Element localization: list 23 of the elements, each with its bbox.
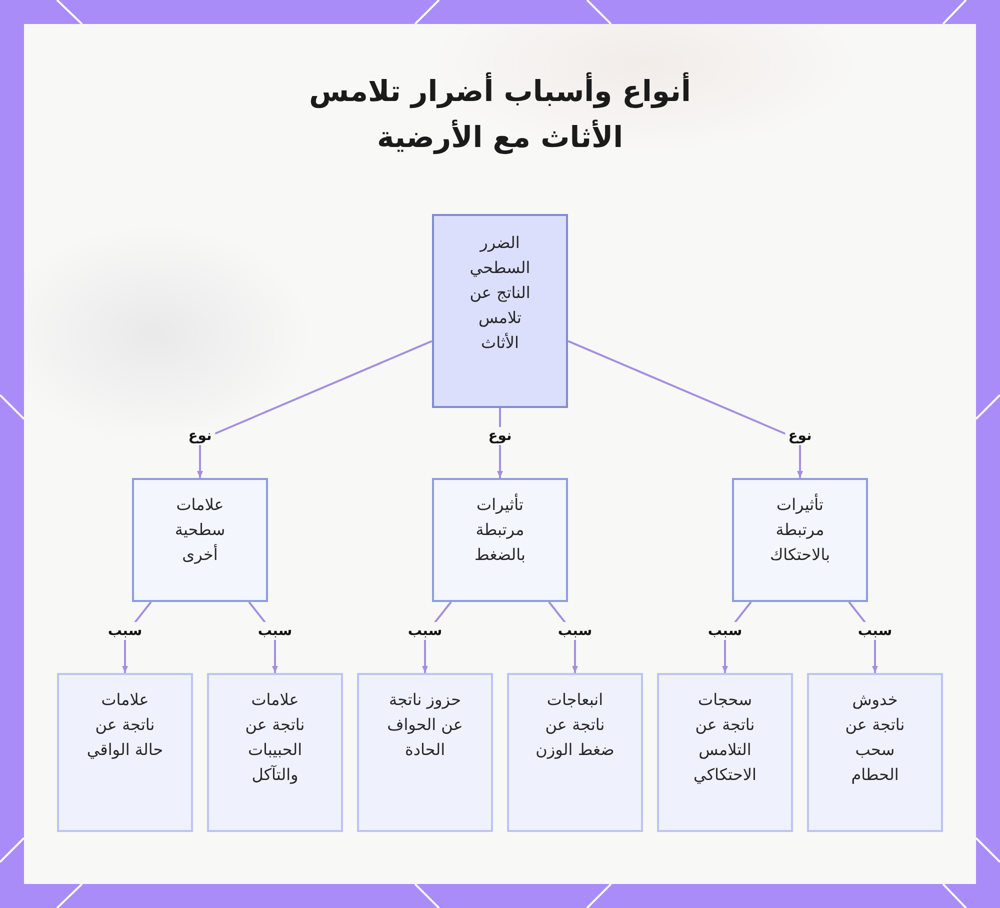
connector-arrow bbox=[197, 340, 432, 478]
cause-box bbox=[807, 673, 943, 832]
box-text: خدوش ناتجة عن سحب الحطام bbox=[844, 689, 906, 786]
box-text: تأثيرات مرتبطة بالاحتكاك bbox=[768, 492, 832, 566]
cause-box bbox=[57, 673, 193, 832]
box-text: انبعاجات ناتجة عن ضغط الوزن bbox=[534, 689, 616, 761]
category-box bbox=[432, 478, 568, 602]
box-text: حزوز ناتجة عن الحواف الحادة bbox=[386, 689, 464, 761]
cause-box bbox=[657, 673, 793, 832]
category-box bbox=[132, 478, 268, 602]
box-text: تأثيرات مرتبطة بالضغط bbox=[474, 492, 526, 566]
box-text: سحجات ناتجة عن التلامس الاحتكاكي bbox=[692, 689, 758, 786]
box-text: علامات ناتجة عن حالة الواقي bbox=[86, 689, 164, 761]
cause-box bbox=[507, 673, 643, 832]
box-text: علامات سطحية أخرى bbox=[174, 494, 226, 566]
cause-box bbox=[207, 673, 343, 832]
connector-arrow bbox=[568, 340, 803, 478]
category-box bbox=[732, 478, 868, 602]
topic-box bbox=[432, 214, 568, 408]
box-text: الضرر السطحي الناتج عن تلامس الأثاث bbox=[468, 232, 532, 354]
cause-box bbox=[357, 673, 493, 832]
box-text: علامات ناتجة عن الحبيبات والتآكل bbox=[244, 689, 306, 786]
diagram-title: أنواع وأسباب أضرار تلامس الأثاث مع الأرضية bbox=[308, 71, 692, 156]
